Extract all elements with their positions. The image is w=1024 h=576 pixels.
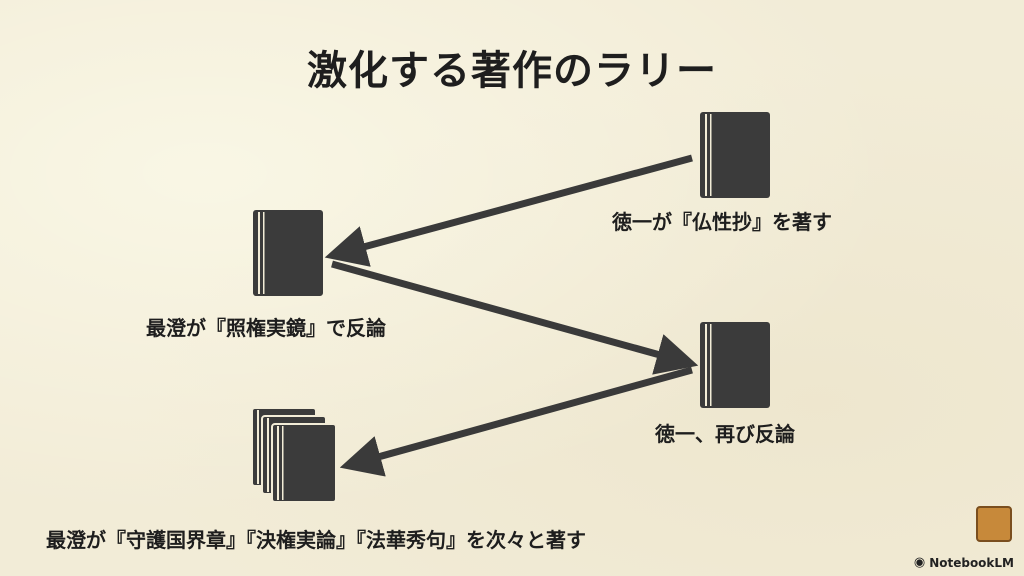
- arrow-step2-to-step3: [331, 260, 699, 375]
- arrow-step3-to-step4: [339, 366, 693, 477]
- diagram-title: 激化する著作のラリー: [307, 48, 717, 94]
- brand-name: NotebookLM: [929, 555, 1014, 570]
- notebooklm-glyph-icon: ◉: [913, 555, 926, 570]
- book-icon: [700, 112, 770, 198]
- brand-watermark: ◉ NotebookLM: [914, 555, 1014, 570]
- step-3-label: 徳一、再び反論: [655, 422, 795, 446]
- step-2-label: 最澄が『照権実鏡』で反論: [146, 316, 386, 340]
- book-stack-icon: [252, 408, 337, 503]
- step-1-label: 徳一が『仏性抄』を著す: [612, 210, 832, 234]
- notebooklm-logo-icon: [976, 506, 1012, 542]
- book-icon: [253, 210, 323, 296]
- step-4-label: 最澄が『守護国界章』『決権実論』『法華秀句』を次々と著す: [46, 528, 586, 552]
- arrow-step1-to-step2: [324, 154, 693, 267]
- book-icon: [700, 322, 770, 408]
